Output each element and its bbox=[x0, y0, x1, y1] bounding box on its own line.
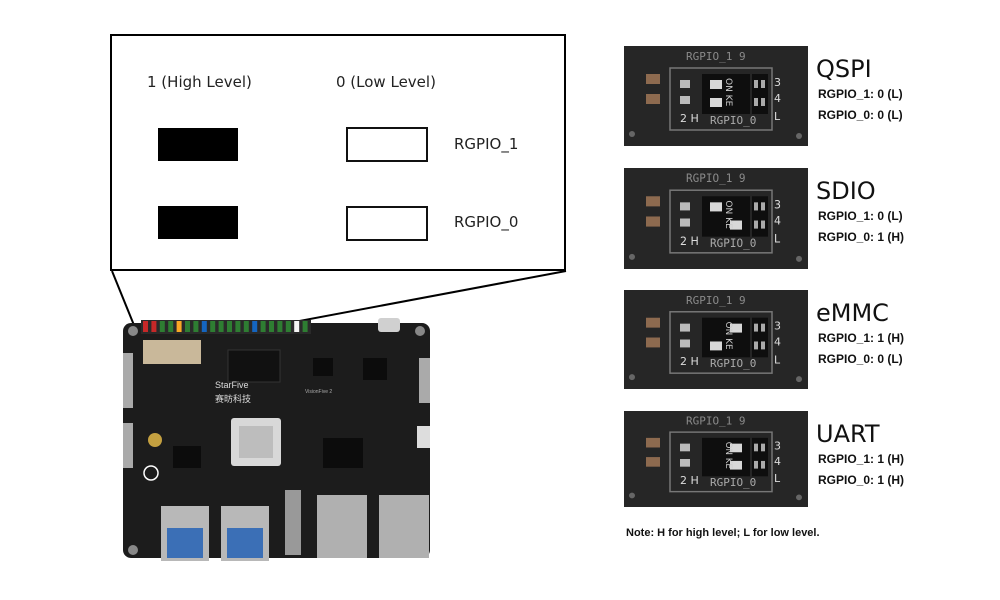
gpio-pin bbox=[252, 321, 258, 332]
gpio-pin bbox=[243, 321, 249, 332]
gpio-pin bbox=[143, 321, 148, 332]
svg-text:2 H: 2 H bbox=[680, 235, 699, 248]
switch-photo-uart: RGPIO_1 9 ON KE 3 4 L 2 H RGPIO_0 bbox=[624, 411, 808, 507]
rgpio1-low-swatch bbox=[346, 127, 428, 162]
photo-bottom-label: RGPIO_0 bbox=[710, 357, 756, 370]
gpio-pin bbox=[151, 321, 157, 332]
svg-text:L: L bbox=[774, 233, 781, 246]
rgpio1-high-swatch bbox=[158, 128, 238, 161]
gpio-header bbox=[141, 320, 311, 334]
gpio-pin bbox=[159, 321, 165, 332]
brand-logo-text: StarFive bbox=[215, 380, 249, 390]
svg-text:3: 3 bbox=[774, 198, 781, 211]
gpio-pin bbox=[193, 321, 199, 332]
dip-switch-0-knob bbox=[710, 341, 722, 351]
level-note: Note: H for high level; L for low level. bbox=[626, 527, 820, 539]
dip-switch-1-knob bbox=[730, 443, 742, 453]
svg-text:ON KE: ON KE bbox=[723, 322, 733, 350]
svg-text:ON KE: ON KE bbox=[723, 200, 733, 229]
mode-rgpio1-value: RGPIO_1: 1 (H) bbox=[818, 331, 905, 345]
switch-photo-sdio: RGPIO_1 9 ON KE 3 4 L 2 H RGPIO_0 bbox=[624, 168, 808, 269]
svg-text:4: 4 bbox=[774, 215, 781, 228]
svg-text:3: 3 bbox=[774, 320, 781, 333]
photo-bottom-label: RGPIO_0 bbox=[710, 476, 756, 489]
dip-switch-1-knob bbox=[730, 323, 742, 333]
dip-switch-1-knob bbox=[710, 202, 722, 212]
svg-text:赛昉科技: 赛昉科技 bbox=[215, 393, 251, 405]
photo-top-label: RGPIO_1 9 bbox=[686, 294, 746, 307]
mode-rgpio1-value: RGPIO_1: 1 (H) bbox=[818, 452, 905, 466]
svg-text:3: 3 bbox=[774, 76, 781, 89]
usb-c-port bbox=[378, 318, 400, 332]
gpio-pin bbox=[210, 321, 216, 332]
ethernet-port-1 bbox=[317, 495, 367, 558]
gpio-pin bbox=[235, 321, 241, 332]
svg-text:ON KE: ON KE bbox=[723, 442, 733, 469]
gpio-pin bbox=[302, 321, 308, 332]
ethernet-port-2 bbox=[379, 495, 429, 558]
mode-rgpio0-value: RGPIO_0: 1 (H) bbox=[818, 230, 905, 244]
svg-text:3: 3 bbox=[774, 440, 781, 453]
gpio-pin bbox=[227, 321, 232, 332]
gpio-pin bbox=[269, 321, 274, 332]
mode-rgpio0-value: RGPIO_0: 0 (L) bbox=[818, 352, 903, 366]
switch-photo-qspi: RGPIO_1 9 ON KE 3 4 L 2 H RGPIO_0 bbox=[624, 46, 808, 146]
rgpio0-high-swatch bbox=[158, 206, 238, 239]
mode-rgpio0-value: RGPIO_0: 1 (H) bbox=[818, 473, 905, 487]
gpio-pin bbox=[285, 321, 291, 332]
gpio-pin bbox=[185, 321, 190, 332]
gpio-pin bbox=[168, 321, 174, 332]
svg-text:4: 4 bbox=[774, 335, 781, 348]
svg-text:L: L bbox=[774, 110, 781, 123]
boot-switch bbox=[143, 340, 201, 364]
dip-switch-0-knob bbox=[730, 460, 742, 470]
high-level-header: 1 (High Level) bbox=[147, 73, 252, 91]
svg-text:4: 4 bbox=[774, 455, 781, 468]
rgpio1-label: RGPIO_1 bbox=[454, 135, 519, 153]
mode-name-uart: UART bbox=[816, 420, 880, 448]
photo-bottom-label: RGPIO_0 bbox=[710, 114, 756, 127]
dip-switch-0-knob bbox=[710, 98, 722, 107]
low-level-header: 0 (Low Level) bbox=[336, 73, 436, 91]
photo-top-label: RGPIO_1 9 bbox=[686, 50, 746, 63]
svg-text:ON KE: ON KE bbox=[723, 78, 733, 107]
dip-switch-0-knob bbox=[730, 220, 742, 230]
svg-text:2 H: 2 H bbox=[680, 474, 699, 487]
board-photo: StarFive 赛昉科技 VisionFive 2 bbox=[123, 318, 430, 561]
dip-switch-1-knob bbox=[710, 80, 722, 89]
gpio-pin bbox=[201, 321, 207, 332]
switch-photo-emmc: RGPIO_1 9 ON KE 3 4 L 2 H RGPIO_0 bbox=[624, 290, 808, 389]
mode-name-sdio: SDIO bbox=[816, 177, 876, 205]
gpio-pin bbox=[218, 321, 224, 332]
rgpio0-label: RGPIO_0 bbox=[454, 213, 519, 231]
mode-name-emmc: eMMC bbox=[816, 299, 889, 327]
hdmi-port bbox=[285, 490, 301, 555]
svg-text:2 H: 2 H bbox=[680, 112, 699, 125]
mode-name-qspi: QSPI bbox=[816, 55, 872, 83]
svg-text:4: 4 bbox=[774, 92, 781, 105]
photo-top-label: RGPIO_1 9 bbox=[686, 172, 746, 185]
svg-text:L: L bbox=[774, 353, 781, 366]
photo-bottom-label: RGPIO_0 bbox=[710, 237, 756, 250]
gpio-pin bbox=[294, 321, 300, 332]
svg-text:L: L bbox=[774, 472, 780, 485]
gpio-pin bbox=[176, 321, 182, 332]
photo-top-label: RGPIO_1 9 bbox=[686, 415, 746, 428]
gpio-pin bbox=[277, 321, 283, 332]
mode-rgpio1-value: RGPIO_1: 0 (L) bbox=[818, 87, 903, 101]
mode-rgpio0-value: RGPIO_0: 0 (L) bbox=[818, 108, 903, 122]
svg-text:VisionFive 2: VisionFive 2 bbox=[305, 389, 332, 395]
rgpio0-low-swatch bbox=[346, 206, 428, 241]
gpio-pin bbox=[260, 321, 266, 332]
mode-rgpio1-value: RGPIO_1: 0 (L) bbox=[818, 209, 903, 223]
svg-text:2 H: 2 H bbox=[680, 355, 699, 368]
